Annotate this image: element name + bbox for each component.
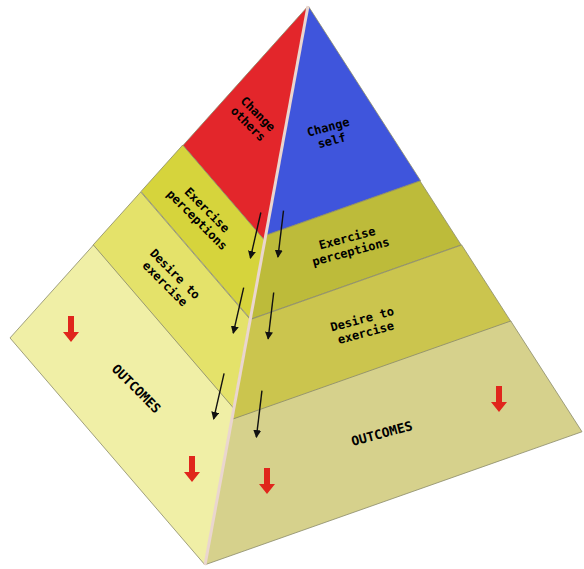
flow-arrow <box>256 391 262 437</box>
outcome-arrow <box>491 386 507 412</box>
flow-arrow <box>250 212 260 258</box>
flow-arrow <box>214 373 224 419</box>
band-fill <box>205 321 582 565</box>
band-shape <box>205 321 582 565</box>
flow-arrow <box>278 211 284 257</box>
flow-arrow <box>233 288 243 334</box>
outcome-arrow <box>259 468 275 494</box>
outcome-arrow <box>63 316 79 342</box>
band-fill <box>10 245 234 565</box>
pyramid-ridge <box>205 6 308 565</box>
flow-arrow <box>268 292 274 338</box>
pyramid-band: OUTCOMES <box>205 321 582 565</box>
outcome-arrow <box>184 456 200 482</box>
